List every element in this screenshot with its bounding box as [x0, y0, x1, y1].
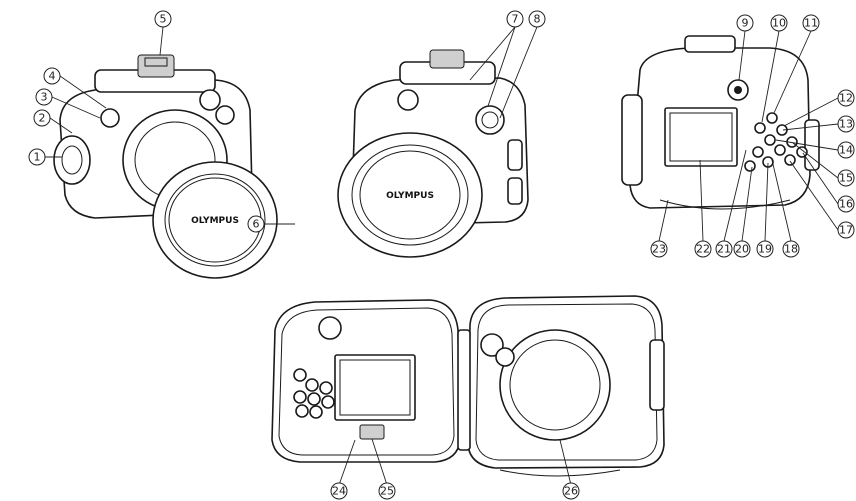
svg-text:1: 1	[34, 151, 41, 164]
leader-lines	[45, 26, 839, 486]
callout-7: 7	[506, 10, 524, 28]
callout-10: 10	[770, 14, 788, 32]
svg-text:5: 5	[160, 13, 167, 26]
svg-text:26: 26	[564, 485, 578, 498]
inner-button-cluster	[293, 368, 335, 419]
callout-26: 26	[562, 482, 580, 500]
svg-text:2: 2	[39, 112, 46, 125]
housing-front-left-view: OLYMPUS	[53, 54, 278, 279]
brand-logo-front-left: OLYMPUS	[191, 216, 239, 226]
callout-20: 20	[733, 240, 751, 258]
brand-logo-front-right: OLYMPUS	[386, 191, 434, 201]
svg-text:15: 15	[839, 172, 853, 185]
housing-front-right-view: OLYMPUS	[337, 49, 529, 258]
svg-text:3: 3	[41, 91, 48, 104]
callout-23: 23	[650, 240, 668, 258]
callout-4: 4	[43, 67, 61, 85]
svg-text:8: 8	[534, 13, 541, 26]
svg-text:24: 24	[332, 485, 346, 498]
svg-text:7: 7	[512, 13, 519, 26]
callout-25: 25	[378, 482, 396, 500]
svg-text:22: 22	[696, 243, 710, 256]
callout-8: 8	[528, 10, 546, 28]
callout-6: 6	[247, 215, 265, 233]
callout-13: 13	[837, 115, 855, 133]
callout-16: 16	[837, 195, 855, 213]
callout-18: 18	[782, 240, 800, 258]
svg-text:21: 21	[717, 243, 731, 256]
callout-24: 24	[330, 482, 348, 500]
svg-text:14: 14	[839, 144, 853, 157]
svg-text:16: 16	[839, 198, 853, 211]
callout-2: 2	[33, 109, 51, 127]
svg-text:19: 19	[758, 243, 772, 256]
svg-text:4: 4	[49, 70, 56, 83]
callout-1: 1	[28, 148, 46, 166]
callout-9: 9	[736, 14, 754, 32]
svg-text:13: 13	[839, 118, 853, 131]
callout-22: 22	[694, 240, 712, 258]
callout-21: 21	[715, 240, 733, 258]
housing-rear-view	[621, 35, 820, 210]
callout-19: 19	[756, 240, 774, 258]
svg-text:18: 18	[784, 243, 798, 256]
svg-text:10: 10	[772, 17, 786, 30]
callout-3: 3	[35, 88, 53, 106]
svg-text:11: 11	[804, 17, 818, 30]
rear-control-buttons	[744, 112, 808, 172]
svg-text:25: 25	[380, 485, 394, 498]
callout-17: 17	[837, 221, 855, 239]
svg-text:20: 20	[735, 243, 749, 256]
svg-text:23: 23	[652, 243, 666, 256]
callout-5: 5	[154, 10, 172, 28]
callout-14: 14	[837, 141, 855, 159]
svg-text:12: 12	[839, 92, 853, 105]
housing-open-view	[271, 295, 665, 477]
callout-15: 15	[837, 169, 855, 187]
callout-numbers: 1 2 3 4 5 6 7 8 9 10 11 12 13 14 15 16 1…	[28, 10, 855, 500]
svg-text:6: 6	[253, 218, 260, 231]
callout-11: 11	[802, 14, 820, 32]
callout-12: 12	[837, 89, 855, 107]
svg-text:17: 17	[839, 224, 853, 237]
svg-text:9: 9	[742, 17, 749, 30]
